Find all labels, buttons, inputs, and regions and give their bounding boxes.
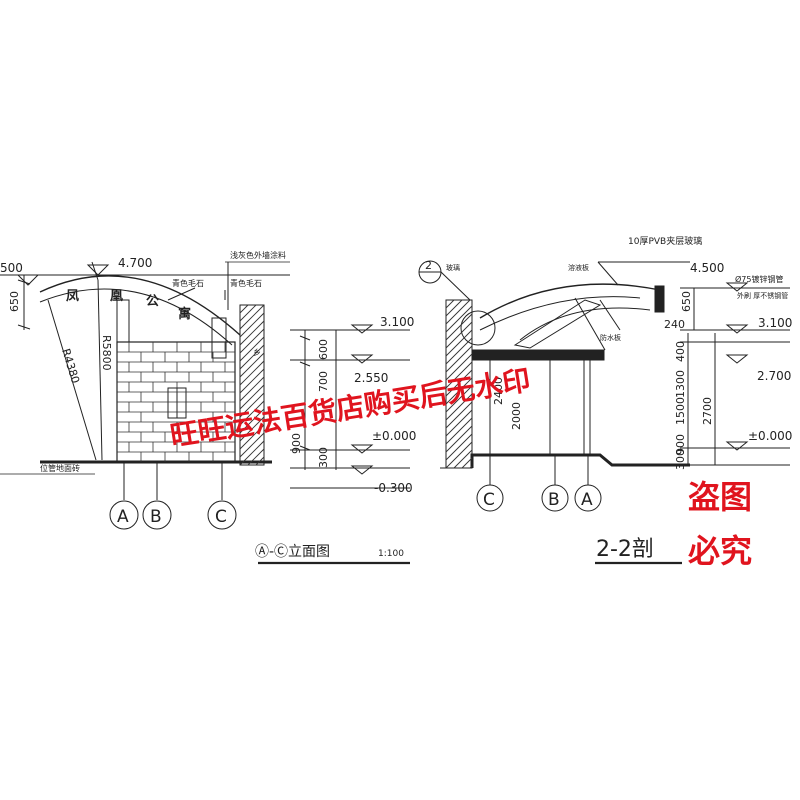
level-4500: 4.500 [690,261,724,275]
section-labels: 2 10厚PVB夹层玻璃 Ø75镀锌钢管 外刷 厚不锈钢管 溶液板 玻璃 防水板… [425,235,792,562]
section-marker-number: 2 [425,259,432,272]
elevation-labels: 500 4.700 650 R4380 R5800 凤 凰 公 寓 浅灰色外墙涂… [0,250,416,560]
elevation-drawing [0,261,410,565]
dim-600: 600 [317,339,330,360]
note-stone-1: 青色毛石 [172,278,204,288]
axis-c-label: C [215,507,227,527]
level-0000-s: ±0.000 [748,429,792,443]
watermark-stamp-line2: 必究 [688,532,752,570]
axis-b-label: B [150,507,162,527]
sign-char-2: 凰 [110,289,123,304]
sign-char-4: 寓 [178,306,191,322]
wall-hatch [239,304,265,466]
note-board: 溶液板 [568,263,589,272]
level-4700: 4.700 [118,256,152,270]
dim-900-s: 900 [674,434,687,455]
elevation-scale: 1:100 [378,549,404,559]
note-wall-paint: 浅灰色外墙涂料 [230,250,286,260]
dim-400-s: 400 [674,341,687,362]
brick-pattern [117,342,235,462]
note-pvb-glass: 10厚PVB夹层玻璃 [628,235,702,247]
dim-650-s: 650 [680,291,693,312]
note-stainless: 外刷 厚不锈钢管 [737,291,788,300]
note-side: 乡 [253,348,261,357]
dim-300-s: 300 [674,449,687,470]
watermark-banner: 旺旺运法百货店购买后无水印 [168,363,533,453]
section-wall-hatch [445,299,473,469]
note-waterproof: 防水板 [600,333,621,342]
level-neg300: -0.300 [374,481,413,495]
section-title: 2-2剖 [596,537,654,562]
level-500: 500 [0,261,23,275]
dim-2000-s: 2000 [510,402,523,430]
dim-240-s: 240 [664,318,685,331]
dim-1500-s: 1500 [674,397,687,425]
dim-1300-s: 1300 [674,370,687,398]
dim-300: 300 [317,447,330,468]
dim-650: 650 [8,291,21,312]
sign-char-3: 公 [146,294,159,309]
dim-2700-s: 2700 [701,397,714,425]
note-ground: 位管地面砖 [40,463,80,473]
level-3100-s: 3.100 [758,316,792,330]
level-2550: 2.550 [354,371,388,385]
watermark-stamp-line1: 盗图 [688,478,752,516]
level-0000: ±0.000 [372,429,416,443]
note-steel-pipe: Ø75镀锌钢管 [735,274,783,284]
dim-2400-s: 2400 [492,377,505,405]
elevation-title: Ⓐ-Ⓒ立面图 [255,544,330,560]
axis-b-label-s: B [548,490,560,510]
axis-a-label: A [117,507,129,527]
sign-char-1: 凤 [66,289,79,304]
level-3100: 3.100 [380,315,414,329]
level-2700-s: 2.700 [757,369,791,383]
note-stone-2: 青色毛石 [230,278,262,288]
dim-r5800: R5800 [100,335,113,371]
note-glass: 玻璃 [446,263,460,272]
axis-c-label-s: C [483,490,495,510]
axis-a-label-s: A [581,490,593,510]
section-drawing [418,260,790,565]
dim-r4380: R4380 [59,347,82,385]
dim-900: 900 [290,433,303,454]
dim-700: 700 [317,371,330,392]
